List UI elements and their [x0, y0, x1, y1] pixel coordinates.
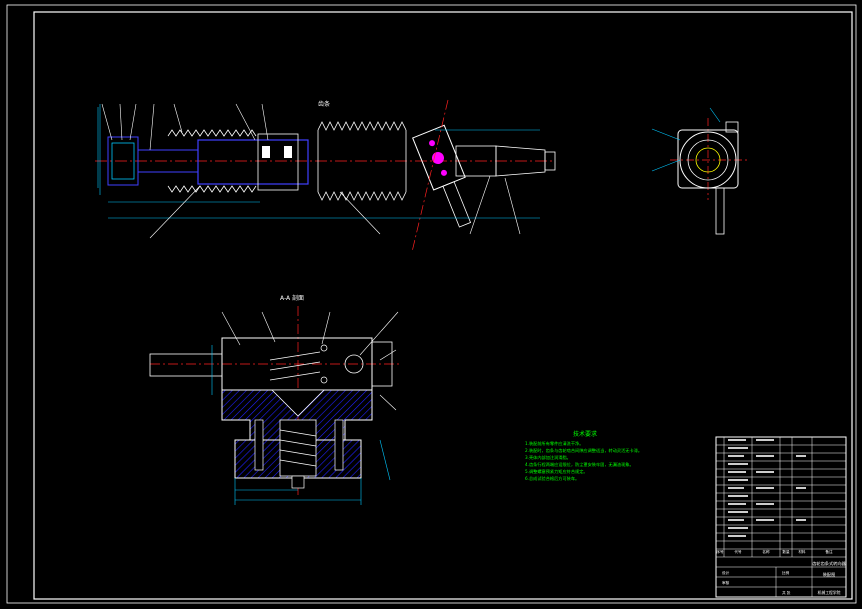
- bom-header-qty: 数量: [782, 549, 790, 554]
- section-view: A-A 剖面: [149, 294, 400, 505]
- outer-frame: [6, 4, 857, 604]
- technical-notes: 技术要求 1.装配前所有零件应清洗干净。 2.装配时，齿条与齿轮啮合间隙应调整适…: [525, 430, 642, 482]
- note-4: 4.齿条行程两端应设限位，防尘罩安装牢固，无漏油现象。: [525, 461, 634, 468]
- title-block: 序号 代号 名称 数量 材料 备注 齿轮齿条式转向器 装配图 机械工程学院 设计…: [715, 436, 847, 598]
- notes-title: 技术要求: [573, 430, 597, 438]
- section-label: A-A 剖面: [280, 294, 304, 302]
- sheet-label: 共 张: [782, 590, 791, 595]
- designer-label: 设计: [722, 570, 730, 575]
- drawing-number: 装配图: [823, 571, 836, 578]
- drawing-title: 齿轮齿条式转向器: [812, 560, 846, 567]
- bom-header-no: 序号: [716, 549, 724, 554]
- note-2: 2.装配时，齿条与齿轮啮合间隙应调整适当，转动灵活无卡滞。: [525, 447, 642, 454]
- scale-label: 比例: [782, 570, 790, 575]
- school-name: 机械工程学院: [818, 590, 841, 595]
- bom-header-material: 材料: [798, 549, 806, 554]
- inner-frame: [33, 11, 853, 600]
- note-1: 1.装配前所有零件应清洗干净。: [525, 440, 583, 447]
- bom-header-code: 代号: [734, 549, 742, 554]
- front-view-assembly: 齿条: [95, 99, 556, 253]
- side-view: [651, 107, 748, 235]
- checker-label: 审核: [722, 580, 730, 585]
- note-6: 6.总成试验合格后方可装车。: [525, 475, 579, 482]
- svg-text:齿条: 齿条: [318, 100, 330, 108]
- bom-header-name: 名称: [762, 549, 770, 554]
- note-3: 3.壳体内部加注润滑脂。: [525, 454, 571, 461]
- note-5: 5.调整螺塞预紧力矩应符合规定。: [525, 468, 588, 475]
- bom-header-remark: 备注: [825, 549, 833, 554]
